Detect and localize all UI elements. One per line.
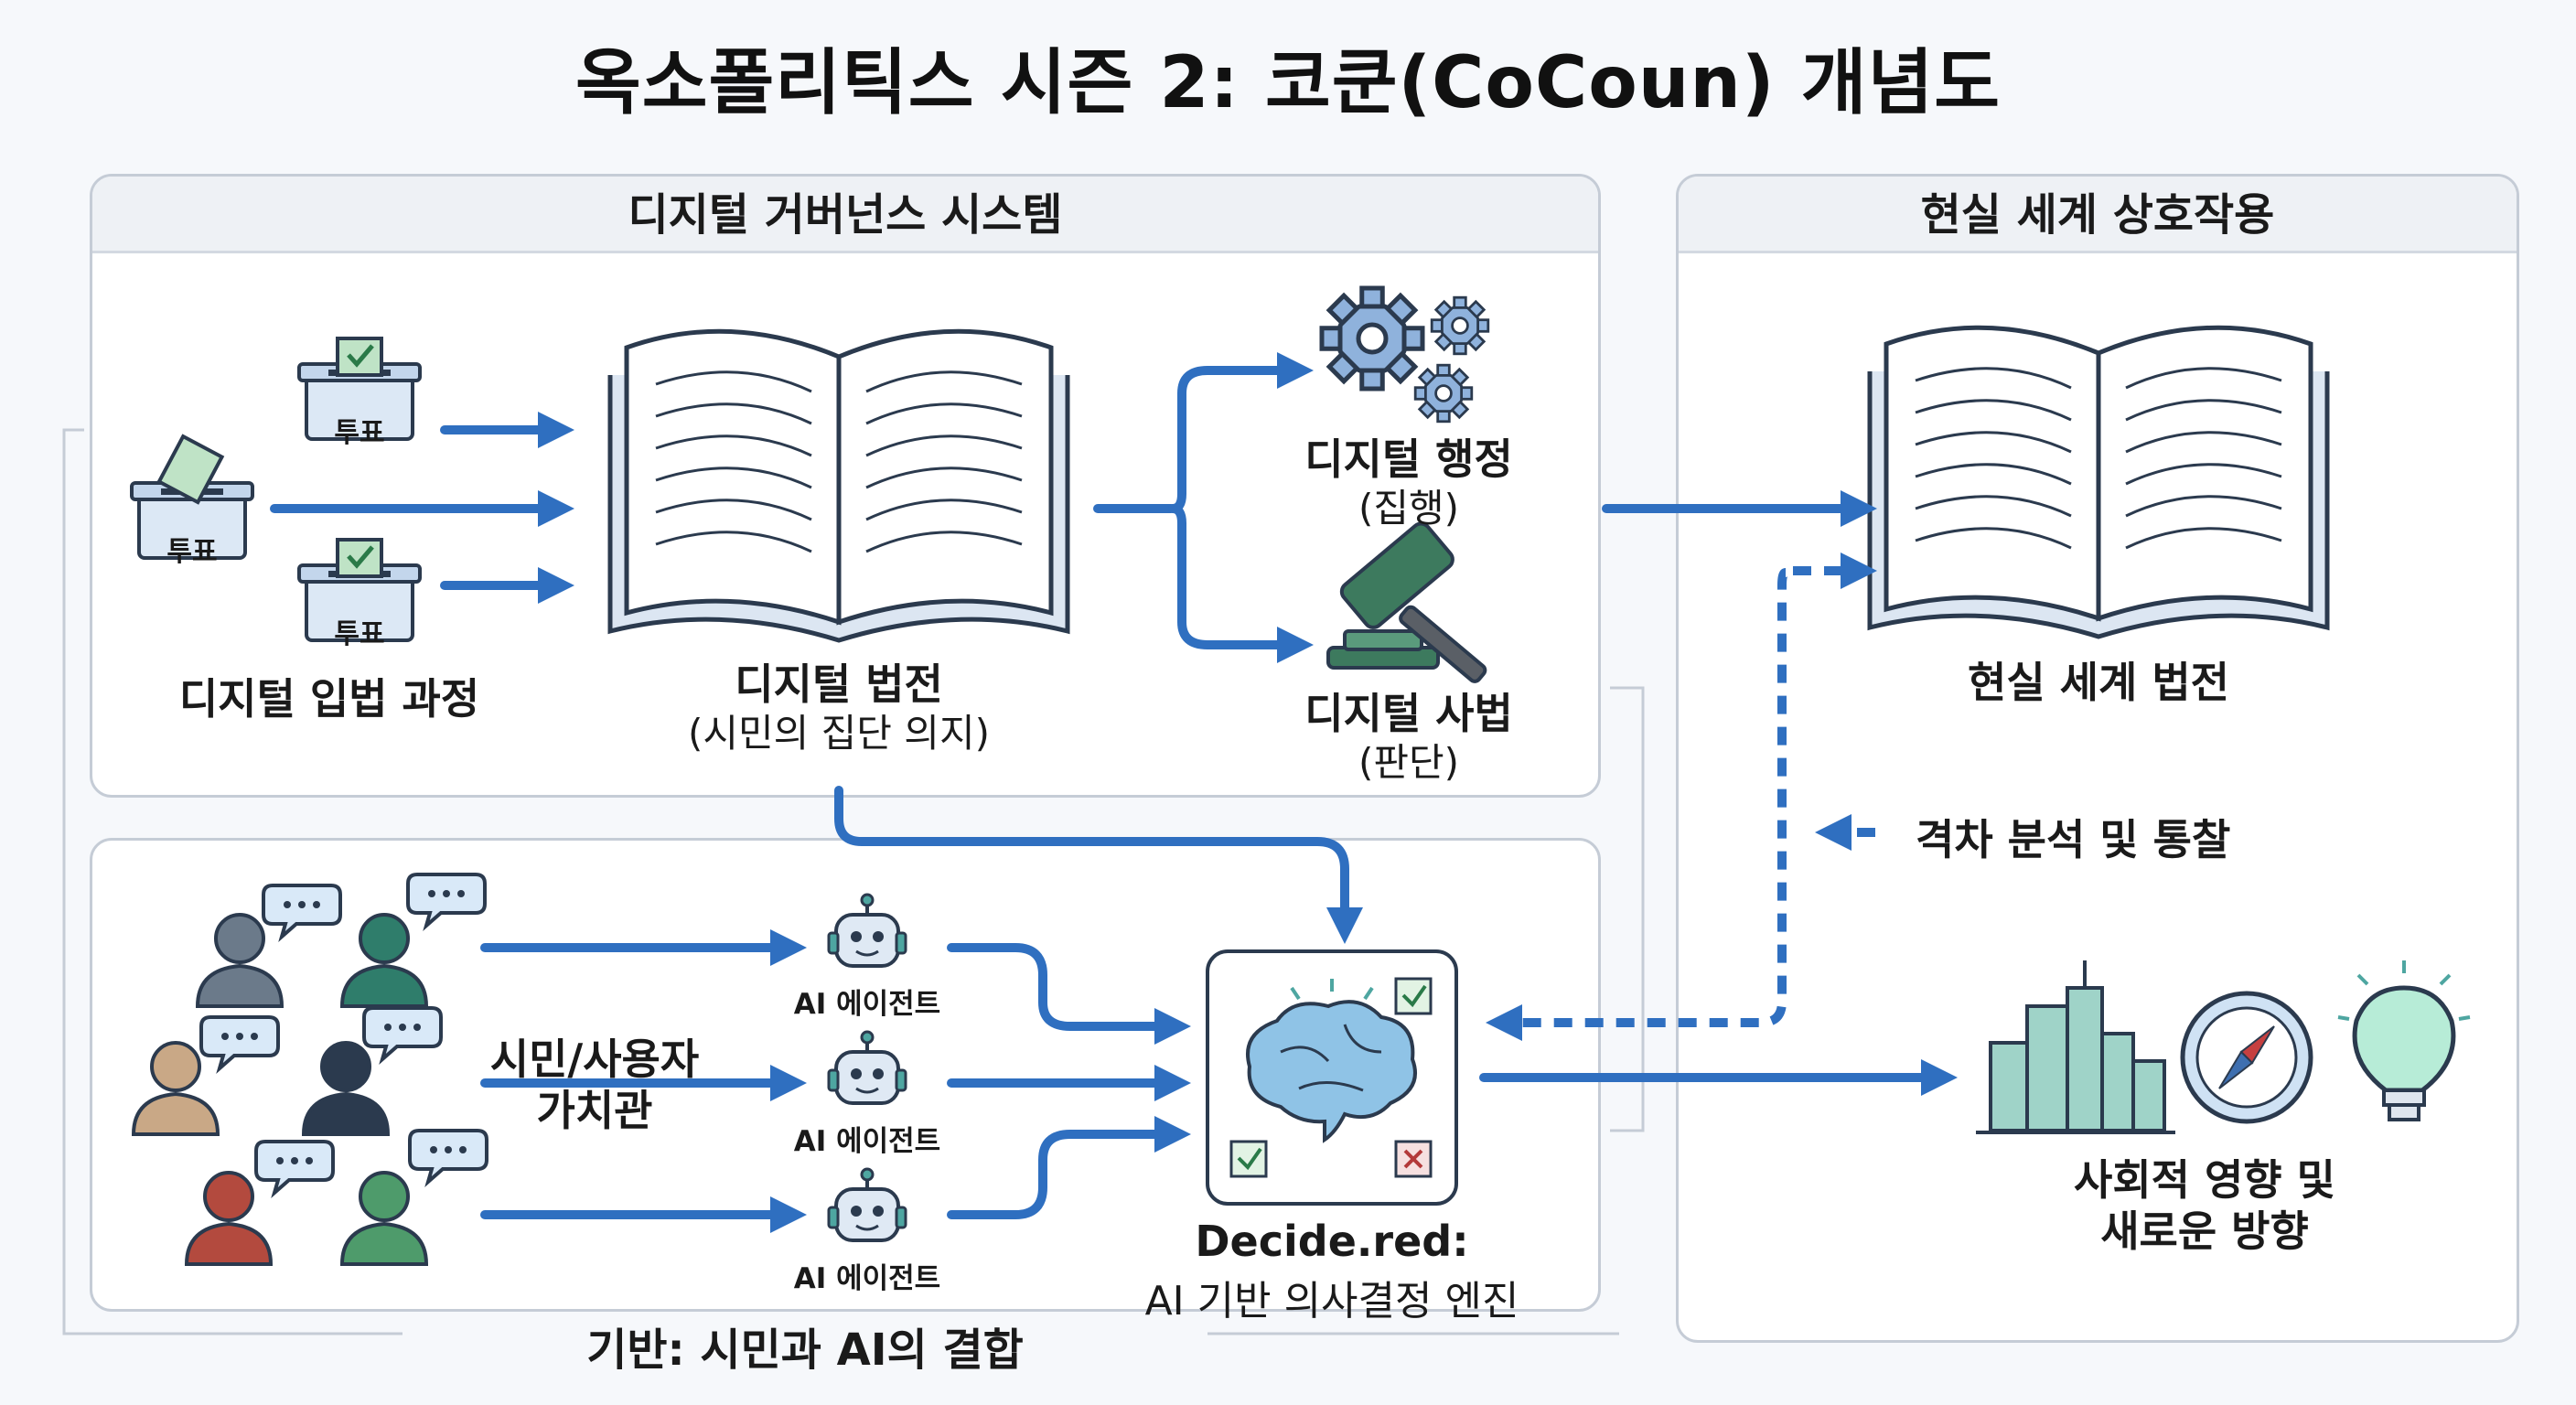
digital-judicial-subtitle: (판단) xyxy=(1358,740,1460,785)
foundation-bracket xyxy=(62,428,402,1335)
citizen-avatar xyxy=(340,873,487,1008)
city-skyline-icon xyxy=(1976,960,2175,1134)
vote-label: 투표 xyxy=(334,417,385,449)
citizen-avatar xyxy=(132,1015,280,1136)
vote-box-icon xyxy=(297,337,422,441)
ai-agent-label: AI 에이전트 xyxy=(793,1125,941,1158)
digital-legislation-label: 디지털 입법 과정 xyxy=(178,674,480,724)
vote-label: 투표 xyxy=(166,536,218,568)
citizen-avatar xyxy=(302,1006,443,1136)
engine-bracket xyxy=(1610,686,1645,1132)
real-world-code-book-icon xyxy=(1870,327,2327,637)
citizen-avatar xyxy=(196,884,342,1008)
digital-code-subtitle: (시민의 집단 의지) xyxy=(688,711,990,756)
decision-engine-brain-icon xyxy=(1206,949,1458,1206)
citizen-avatar xyxy=(185,1140,335,1266)
social-impact-line1: 사회적 영향 및 xyxy=(2074,1155,2335,1205)
feedback-dashed-arrows xyxy=(1486,552,1877,1041)
ai-agent-robot-icon xyxy=(827,1167,907,1242)
compass-icon xyxy=(2180,991,2313,1124)
real-world-panel-title: 현실 세계 상호작용 xyxy=(1679,177,2517,253)
social-impact-label: 사회적 영향 및 새로운 방향 xyxy=(1994,1154,2415,1257)
digital-governance-panel-title: 디지털 거버넌스 시스템 xyxy=(92,177,1598,253)
gears-icon xyxy=(1322,288,1490,424)
ai-agent-label: AI 에이전트 xyxy=(793,1262,941,1295)
citizens-values-line1: 시민/사용자 xyxy=(489,1035,700,1084)
citizens-values-line2: 가치관 xyxy=(536,1086,653,1135)
digital-admin-title: 디지털 행정 xyxy=(1304,434,1513,484)
flow-arrows xyxy=(270,352,1958,1233)
vote-label: 투표 xyxy=(334,618,385,650)
real-world-code-label: 현실 세계 법전 xyxy=(1968,658,2229,707)
ai-agent-robot-icon xyxy=(827,893,907,968)
decision-engine-subtitle: AI 기반 의사결정 엔진 xyxy=(1144,1278,1519,1325)
digital-code-title: 디지털 법전 xyxy=(735,660,943,709)
citizens-values-label: 시민/사용자 가치관 xyxy=(457,1034,732,1136)
page-title: 옥소폴리틱스 시즌 2: 코쿤(CoCoun) 개념도 xyxy=(575,42,2001,124)
digital-code-book-icon xyxy=(610,331,1068,640)
foundation-label: 기반: 시민과 AI의 결합 xyxy=(586,1325,1024,1376)
light-bulb-icon xyxy=(2337,960,2471,1121)
gap-analysis-label: 격차 분석 및 통찰 xyxy=(1916,815,2231,864)
vote-box-icon xyxy=(130,434,254,560)
gavel-icon xyxy=(1326,521,1487,683)
citizen-avatar xyxy=(340,1129,488,1266)
decision-engine-title: Decide.red: xyxy=(1195,1217,1469,1266)
social-impact-line2: 새로운 방향 xyxy=(2100,1207,2309,1256)
ai-agent-label: AI 에이전트 xyxy=(793,988,941,1021)
vote-box-icon xyxy=(297,538,422,642)
digital-judicial-title: 디지털 사법 xyxy=(1304,689,1513,738)
ai-agent-robot-icon xyxy=(827,1030,907,1105)
digital-admin-subtitle: (집행) xyxy=(1358,486,1460,531)
